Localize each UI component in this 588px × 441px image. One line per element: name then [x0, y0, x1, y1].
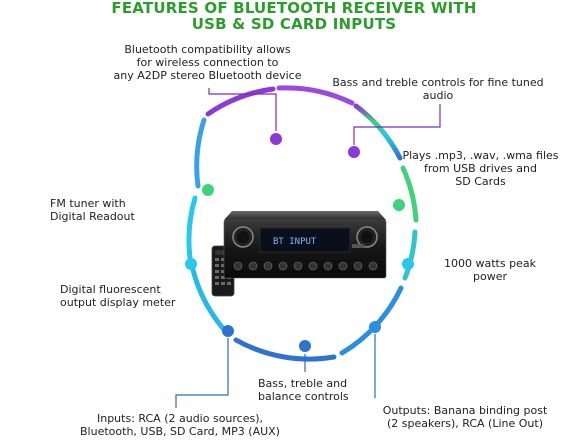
title-line-2: USB & SD CARD INPUTS [191, 15, 397, 33]
feature-peak-power-line-2: power [473, 270, 507, 283]
feature-balance-controls-line-2: balance controls [258, 390, 349, 403]
ring-dot [393, 199, 405, 211]
feature-file-playback: Plays .mp3, .wav, .wma files from USB dr… [378, 149, 583, 188]
ring-dot [402, 258, 414, 270]
feature-outputs-line-1: Outputs: Banana binding post [382, 404, 548, 417]
feature-bass-treble: Bass and treble controls for fine tuned … [318, 76, 558, 102]
feature-fluorescent-display: Digital fluorescent output display meter [60, 283, 200, 309]
ring-dot [299, 340, 311, 352]
feature-peak-power: 1000 watts peak power [420, 257, 560, 283]
ring-dot [270, 133, 282, 145]
remote-control [211, 245, 235, 297]
feature-fluorescent-display-line-2: output display meter [60, 296, 176, 309]
feature-bluetooth-line-3: any A2DP stereo Bluetooth device [113, 69, 302, 82]
page-title: FEATURES OF BLUETOOTH RECEIVER WITH USB … [0, 0, 588, 32]
feature-fm-tuner-line-1: FM tuner with [50, 197, 126, 210]
ring-segment [186, 195, 198, 261]
feature-fm-tuner: FM tuner with Digital Readout [50, 197, 200, 223]
ring-segment [400, 165, 419, 223]
feature-file-playback-line-1: Plays .mp3, .wav, .wma files [402, 149, 559, 162]
ring-dot [222, 325, 234, 337]
ring-dot [348, 146, 360, 158]
feature-bass-treble-line-1: Bass and treble controls for fine tuned [332, 76, 544, 89]
amplifier-display-text: BT INPUT [273, 237, 317, 247]
feature-file-playback-line-3: SD Cards [455, 175, 506, 188]
pointer-bluetooth [208, 88, 277, 131]
feature-file-playback-line-2: from USB drives and [424, 162, 537, 175]
feature-inputs: Inputs: RCA (2 audio sources), Bluetooth… [40, 412, 320, 438]
ring-dots [185, 133, 414, 352]
ring-segment [353, 103, 403, 161]
ring-dot [185, 258, 197, 270]
feature-bluetooth-line-1: Bluetooth compatibility allows [124, 43, 291, 56]
pointer-bass-treble [353, 104, 441, 145]
feature-peak-power-line-1: 1000 watts peak [444, 257, 536, 270]
feature-fluorescent-display-line-1: Digital fluorescent [60, 283, 161, 296]
feature-outputs-line-2: (2 speakers), RCA (Line Out) [386, 417, 544, 430]
amplifier-unit: BT INPUT [223, 211, 387, 279]
feature-inputs-line-2: Bluetooth, USB, SD Card, MP3 (AUX) [80, 425, 280, 438]
feature-inputs-line-1: Inputs: RCA (2 audio sources), [96, 412, 264, 425]
ring-segment [233, 337, 337, 362]
title-line-1: FEATURES OF BLUETOOTH RECEIVER WITH [111, 0, 477, 17]
ring-segment [205, 86, 276, 117]
ring-dot [369, 321, 381, 333]
feature-outputs: Outputs: Banana binding post (2 speakers… [350, 404, 580, 430]
feature-fm-tuner-line-2: Digital Readout [50, 210, 135, 223]
feature-bluetooth: Bluetooth compatibility allows for wirel… [70, 43, 345, 82]
ring-segment [402, 229, 418, 281]
feature-bluetooth-line-2: for wireless connection to [136, 56, 279, 69]
pointer-inputs [175, 338, 229, 408]
feature-bass-treble-line-2: audio [422, 89, 454, 102]
feature-balance-controls-line-1: Bass, treble and [258, 377, 348, 390]
ring-segment [276, 85, 355, 106]
feature-balance-controls: Bass, treble and balance controls [258, 377, 378, 403]
ring-segments [186, 85, 419, 362]
ring-segment [194, 117, 207, 189]
ring-segment [339, 285, 404, 356]
pointer-lines [175, 88, 441, 408]
ring-dot [202, 184, 214, 196]
